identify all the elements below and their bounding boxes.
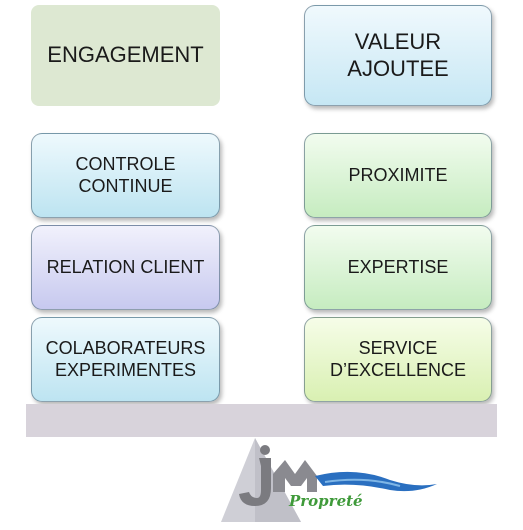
colaborateurs-box: COLABORATEURS EXPERIMENTES — [31, 317, 220, 402]
service-excellence-label: SERVICE D’EXCELLENCE — [329, 337, 467, 380]
proximite-box: PROXIMITE — [304, 133, 492, 218]
engagement-header: ENGAGEMENT — [31, 5, 220, 106]
colaborateurs-label: COLABORATEURS EXPERIMENTES — [45, 337, 206, 380]
service-excellence-box: SERVICE D’EXCELLENCE — [304, 317, 492, 402]
expertise-box: EXPERTISE — [304, 225, 492, 310]
logo-mark-icon — [221, 438, 437, 522]
logo-wordmark: Propreté — [289, 492, 363, 510]
proximite-label: PROXIMITE — [348, 164, 448, 185]
controle-continue-box: CONTROLE CONTINUE — [31, 133, 220, 218]
jm-proprete-logo: Propreté — [215, 436, 440, 525]
relation-client-box: RELATION CLIENT — [31, 225, 220, 310]
relation-client-label: RELATION CLIENT — [46, 256, 205, 277]
engagement-header-label: ENGAGEMENT — [47, 42, 204, 68]
letter-j-icon — [239, 458, 271, 506]
valeur-ajoutee-header-label: VALEUR AJOUTEE — [347, 29, 449, 81]
controle-continue-label: CONTROLE CONTINUE — [75, 153, 176, 196]
letter-m-icon — [273, 460, 317, 492]
expertise-label: EXPERTISE — [347, 256, 449, 277]
balance-plank — [26, 404, 497, 437]
valeur-ajoutee-header: VALEUR AJOUTEE — [304, 5, 492, 106]
